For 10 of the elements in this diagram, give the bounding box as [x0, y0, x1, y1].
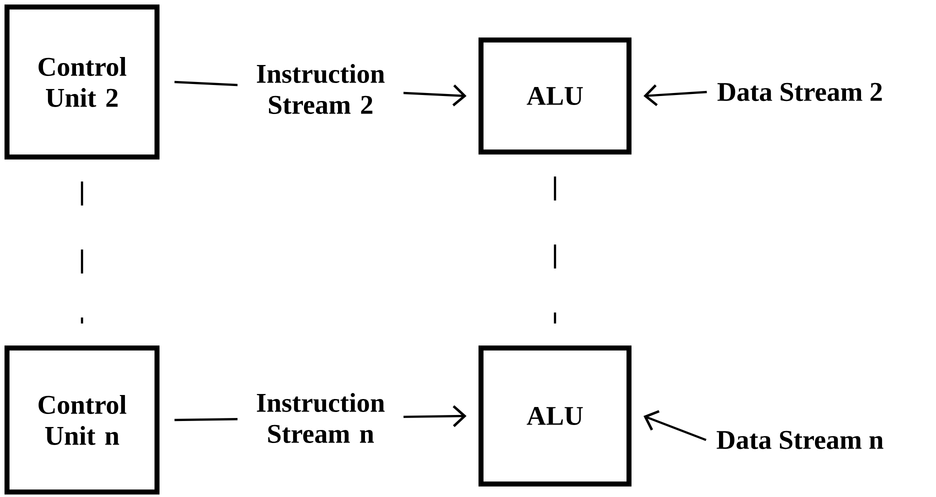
- edge-label: Instruction Stream n: [238, 390, 404, 446]
- process-box: ALU: [478, 38, 632, 154]
- edge-label: Instruction Stream 2: [238, 61, 404, 117]
- arrow: [644, 410, 706, 442]
- stream-label: Data Stream n: [716, 430, 884, 450]
- stream-label: Data Stream 2: [718, 82, 882, 102]
- process-box: Control Unit 2: [4, 4, 160, 160]
- process-box: ALU: [478, 346, 632, 486]
- arrow: [644, 84, 707, 106]
- process-box: Control Unit n: [4, 346, 160, 494]
